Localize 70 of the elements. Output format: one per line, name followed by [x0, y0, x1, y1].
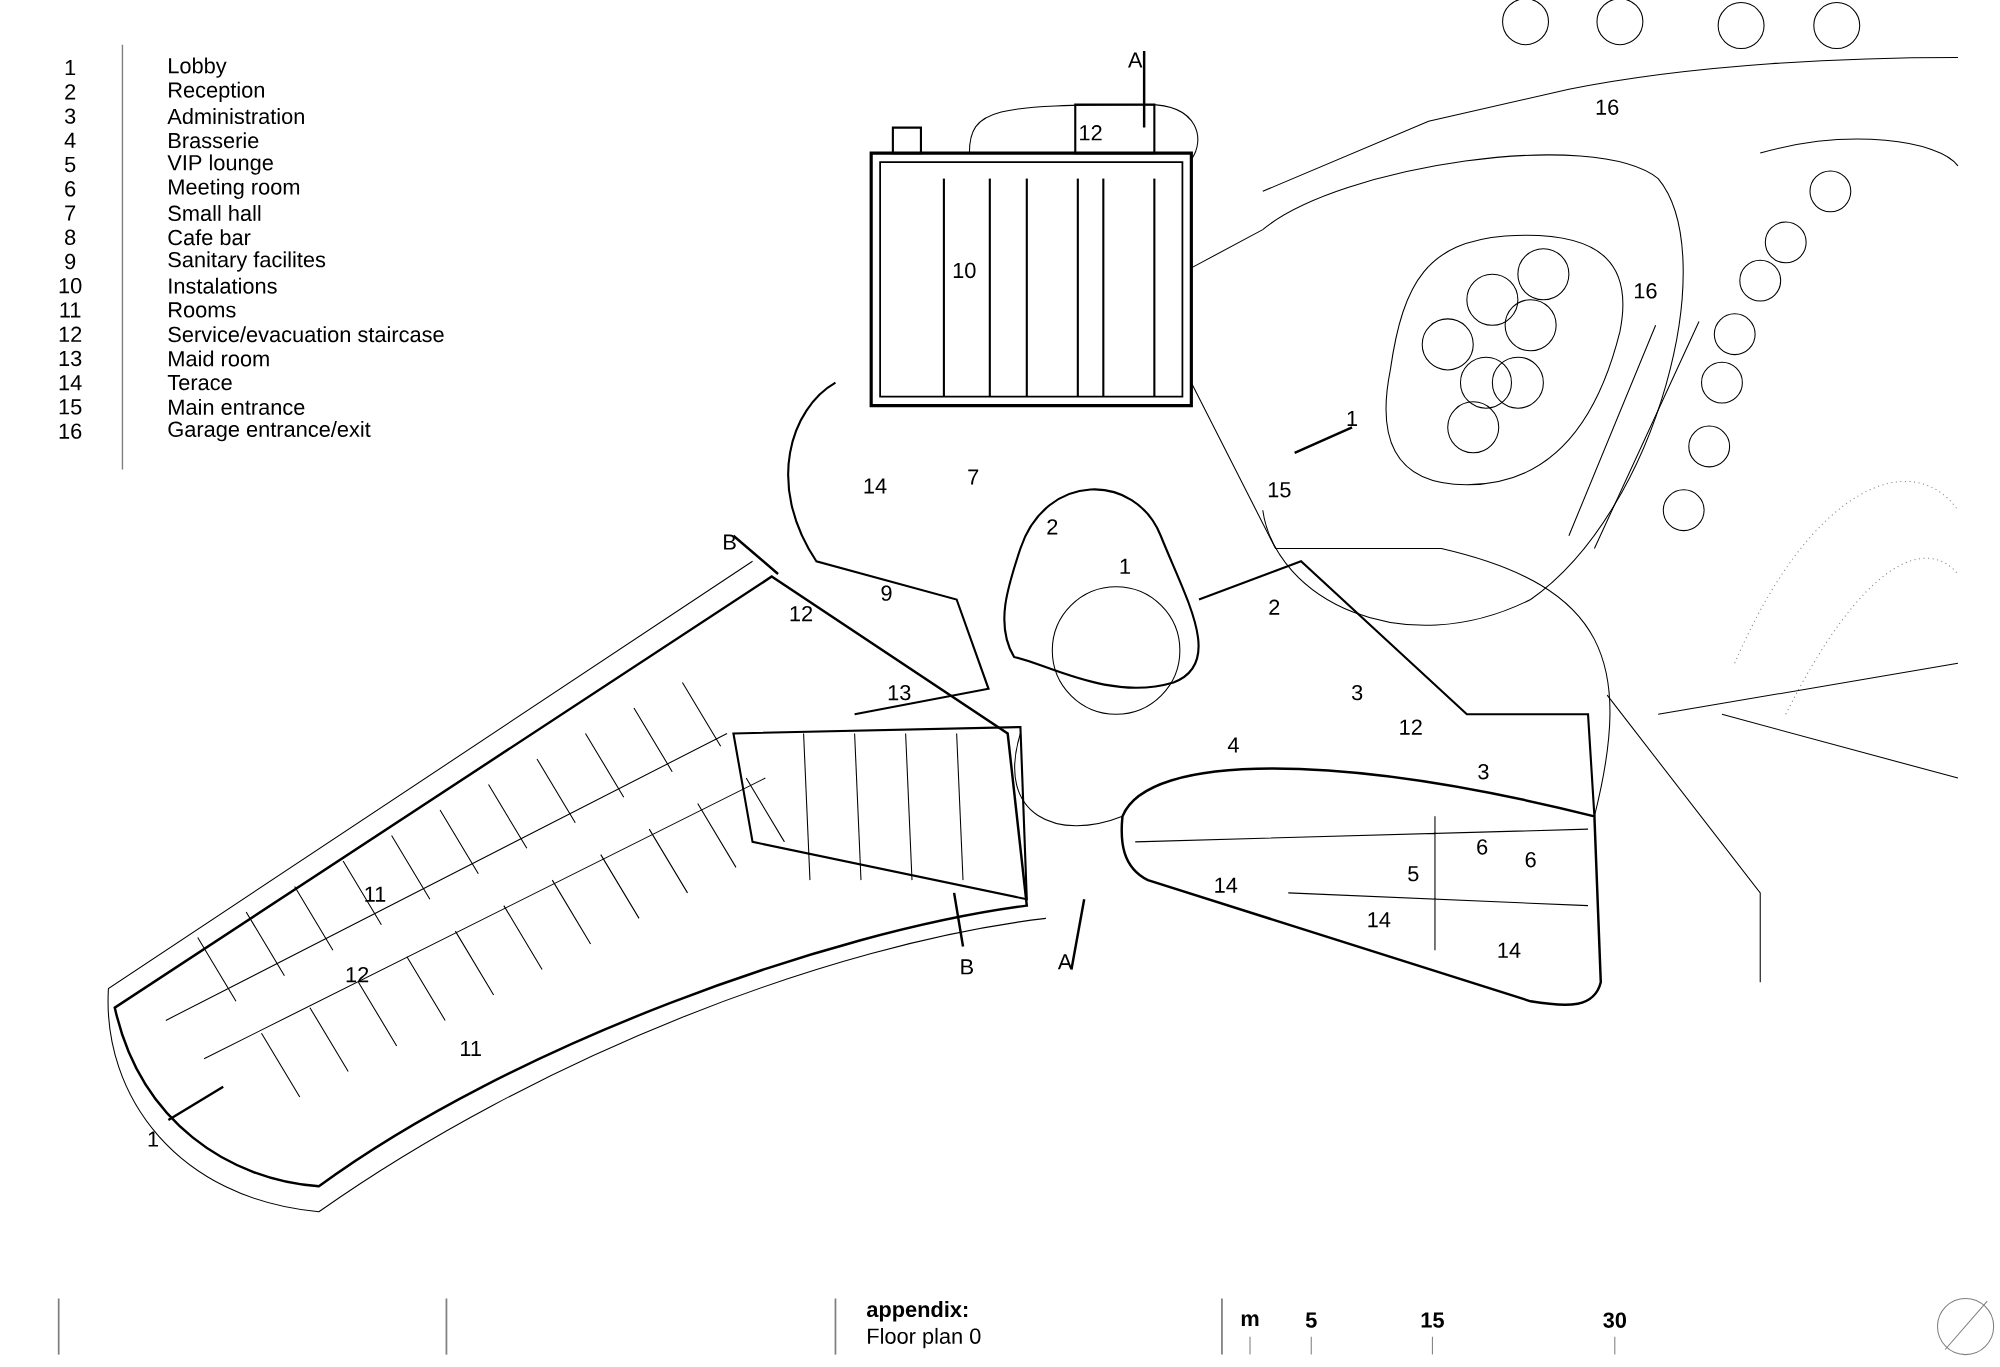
room-number: 16 [1634, 282, 1657, 299]
room-number: 3 [1351, 684, 1363, 701]
room-number: 13 [888, 684, 911, 701]
legend-text: Administration [167, 107, 304, 124]
room-number: 15 [1268, 482, 1291, 498]
section-marker: 1 [1347, 410, 1357, 426]
room-number: 14 [1215, 877, 1238, 893]
legend-number: 4 [64, 132, 76, 148]
room-number: 3 [1478, 763, 1489, 780]
scale-label: m [1241, 1314, 1259, 1326]
legend-text: Small hall [168, 204, 261, 221]
legend-text: Brasserie [169, 132, 259, 149]
section-marker: A [1128, 52, 1143, 68]
legend-text: Meeting room [169, 178, 300, 199]
legend-number: 1 [65, 59, 76, 75]
scale-label: 15 [1421, 1312, 1444, 1328]
room-number: 12 [1400, 719, 1422, 735]
room-number: 16 [1596, 99, 1619, 115]
section-marker: B [724, 534, 736, 550]
legend-number: 8 [65, 229, 76, 245]
room-number: 12 [346, 966, 369, 982]
scale-label: 30 [1603, 1312, 1626, 1328]
room-number: 2 [1269, 599, 1280, 615]
legend-text: Main entrance [169, 398, 305, 415]
room-number: 14 [864, 478, 887, 494]
legend-number: 15 [59, 399, 82, 415]
legend-number: 3 [64, 108, 76, 124]
legend-text: Sanitary facilites [168, 251, 326, 272]
legend-number: 13 [59, 350, 82, 366]
title-block-text: appendix: [866, 1300, 968, 1322]
legend-text: Service/evacuation staircase [168, 326, 444, 343]
legend-number: 16 [59, 423, 82, 439]
room-number: 12 [1080, 124, 1102, 141]
section-marker: A [1057, 954, 1073, 970]
legend-text: Terace [167, 374, 232, 391]
room-number: 2 [1047, 519, 1058, 535]
room-number: 10 [953, 262, 976, 278]
title-block-text: Floor plan 0 [868, 1327, 981, 1348]
room-number: 5 [1408, 865, 1419, 882]
legend-number: 7 [65, 205, 76, 221]
legend-text: Instalations [169, 277, 277, 294]
room-number: 4 [1227, 737, 1239, 753]
legend-text: Maid room [169, 350, 269, 367]
room-number: 7 [968, 469, 979, 485]
room-number: 14 [1368, 912, 1391, 927]
room-number: 9 [881, 585, 892, 601]
legend-number: 11 [60, 302, 81, 318]
legend-number: 5 [65, 156, 76, 172]
scale-label: 5 [1305, 1312, 1317, 1328]
legend-text: Garage entrance/exit [168, 420, 371, 442]
legend-number: 12 [59, 326, 82, 342]
room-number: 11 [461, 1040, 481, 1056]
room-number: 11 [365, 886, 386, 902]
section-marker: 1 [148, 1131, 159, 1147]
legend-number: 10 [59, 277, 82, 294]
room-number: 1 [1120, 558, 1130, 574]
legend-number: 6 [65, 180, 76, 197]
legend-text: Lobby [169, 57, 227, 78]
room-number: 6 [1477, 839, 1488, 855]
legend-text: Cafe bar [168, 229, 251, 246]
legend-number: 14 [59, 375, 82, 390]
legend-text: VIP lounge [167, 154, 273, 175]
legend-number: 9 [65, 253, 76, 270]
legend-text: Rooms [169, 302, 236, 318]
legend-text: Reception [169, 81, 264, 102]
legend-number: 2 [65, 84, 76, 100]
section-marker: B [961, 959, 973, 975]
room-number: 6 [1525, 851, 1536, 868]
room-number: 12 [790, 605, 813, 621]
room-number: 14 [1498, 942, 1521, 958]
